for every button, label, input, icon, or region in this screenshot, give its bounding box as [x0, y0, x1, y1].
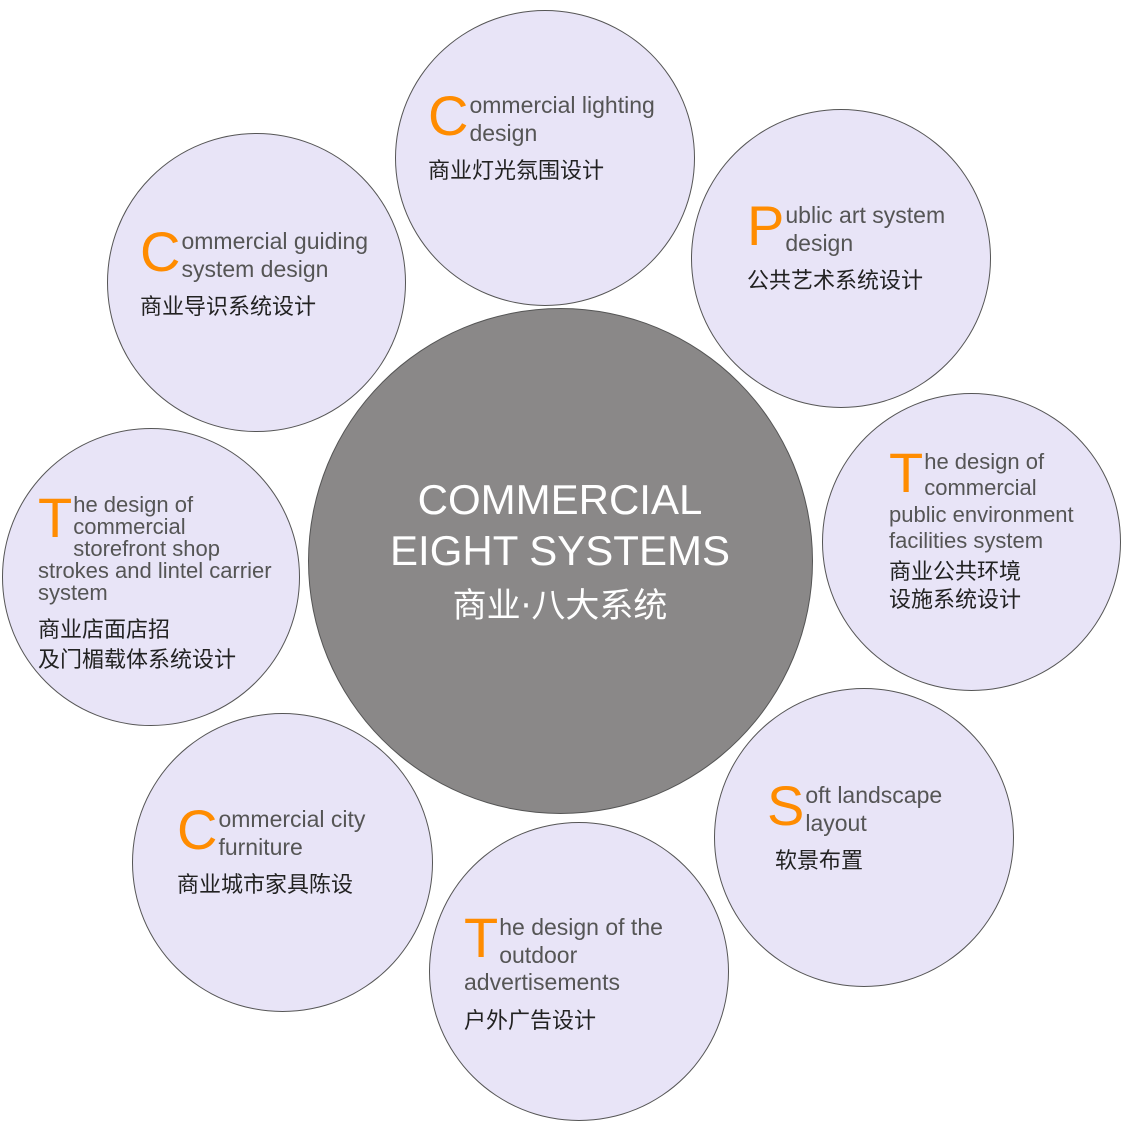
circle-city-furniture: [132, 713, 433, 1012]
system-name-en: ublic art system design: [785, 202, 946, 256]
circle-guiding: [107, 133, 406, 432]
center-title: COMMERCIAL EIGHT SYSTEMS 商业·八大系统: [310, 474, 810, 627]
system-name-cn: 商业店面店招 及门楣载体系统设计: [38, 618, 237, 673]
circle-soft-landscape: [714, 688, 1014, 987]
drop-initial: T: [38, 486, 73, 549]
system-name-en: ommercial lighting design: [469, 92, 655, 146]
center-title-cn: 商业·八大系统: [452, 586, 668, 627]
drop-initial: C: [140, 220, 181, 283]
circle-outdoor-ads: [429, 822, 729, 1121]
system-name-cn: 商业城市家具陈设: [177, 873, 354, 899]
center-title-en: COMMERCIAL EIGHT SYSTEMS: [390, 476, 730, 575]
system-name-en: he design of commercial public environme…: [889, 449, 1074, 554]
system-name-cn: 商业公共环境 设施系统设计: [889, 559, 1022, 614]
system-name-cn: 公共艺术系统设计: [747, 269, 924, 295]
system-name-cn: 商业灯光氛围设计: [428, 159, 605, 185]
system-name-en: oft landscape layout: [805, 782, 943, 836]
circle-public-art: [691, 109, 991, 408]
system-name-cn: 商业导识系统设计: [140, 295, 317, 321]
drop-initial: T: [464, 906, 499, 969]
center-circle: [308, 308, 813, 814]
drop-initial: T: [889, 441, 924, 504]
system-name-en: he design of commercial storefront shop …: [38, 492, 272, 605]
circle-storefront: [2, 428, 300, 726]
drop-initial: C: [428, 84, 469, 147]
circle-environment: [822, 393, 1121, 691]
drop-initial: P: [747, 194, 785, 257]
system-name-cn: 软景布置: [775, 849, 864, 875]
circle-lighting: [395, 10, 695, 306]
drop-initial: C: [177, 798, 218, 861]
system-name-en: ommercial guiding system design: [181, 228, 369, 282]
system-name-cn: 户外广告设计: [464, 1008, 597, 1034]
system-name-en: ommercial city furniture: [218, 806, 366, 860]
system-name-en: he design of the outdoor advertisements: [464, 914, 663, 996]
drop-initial: S: [767, 774, 805, 837]
